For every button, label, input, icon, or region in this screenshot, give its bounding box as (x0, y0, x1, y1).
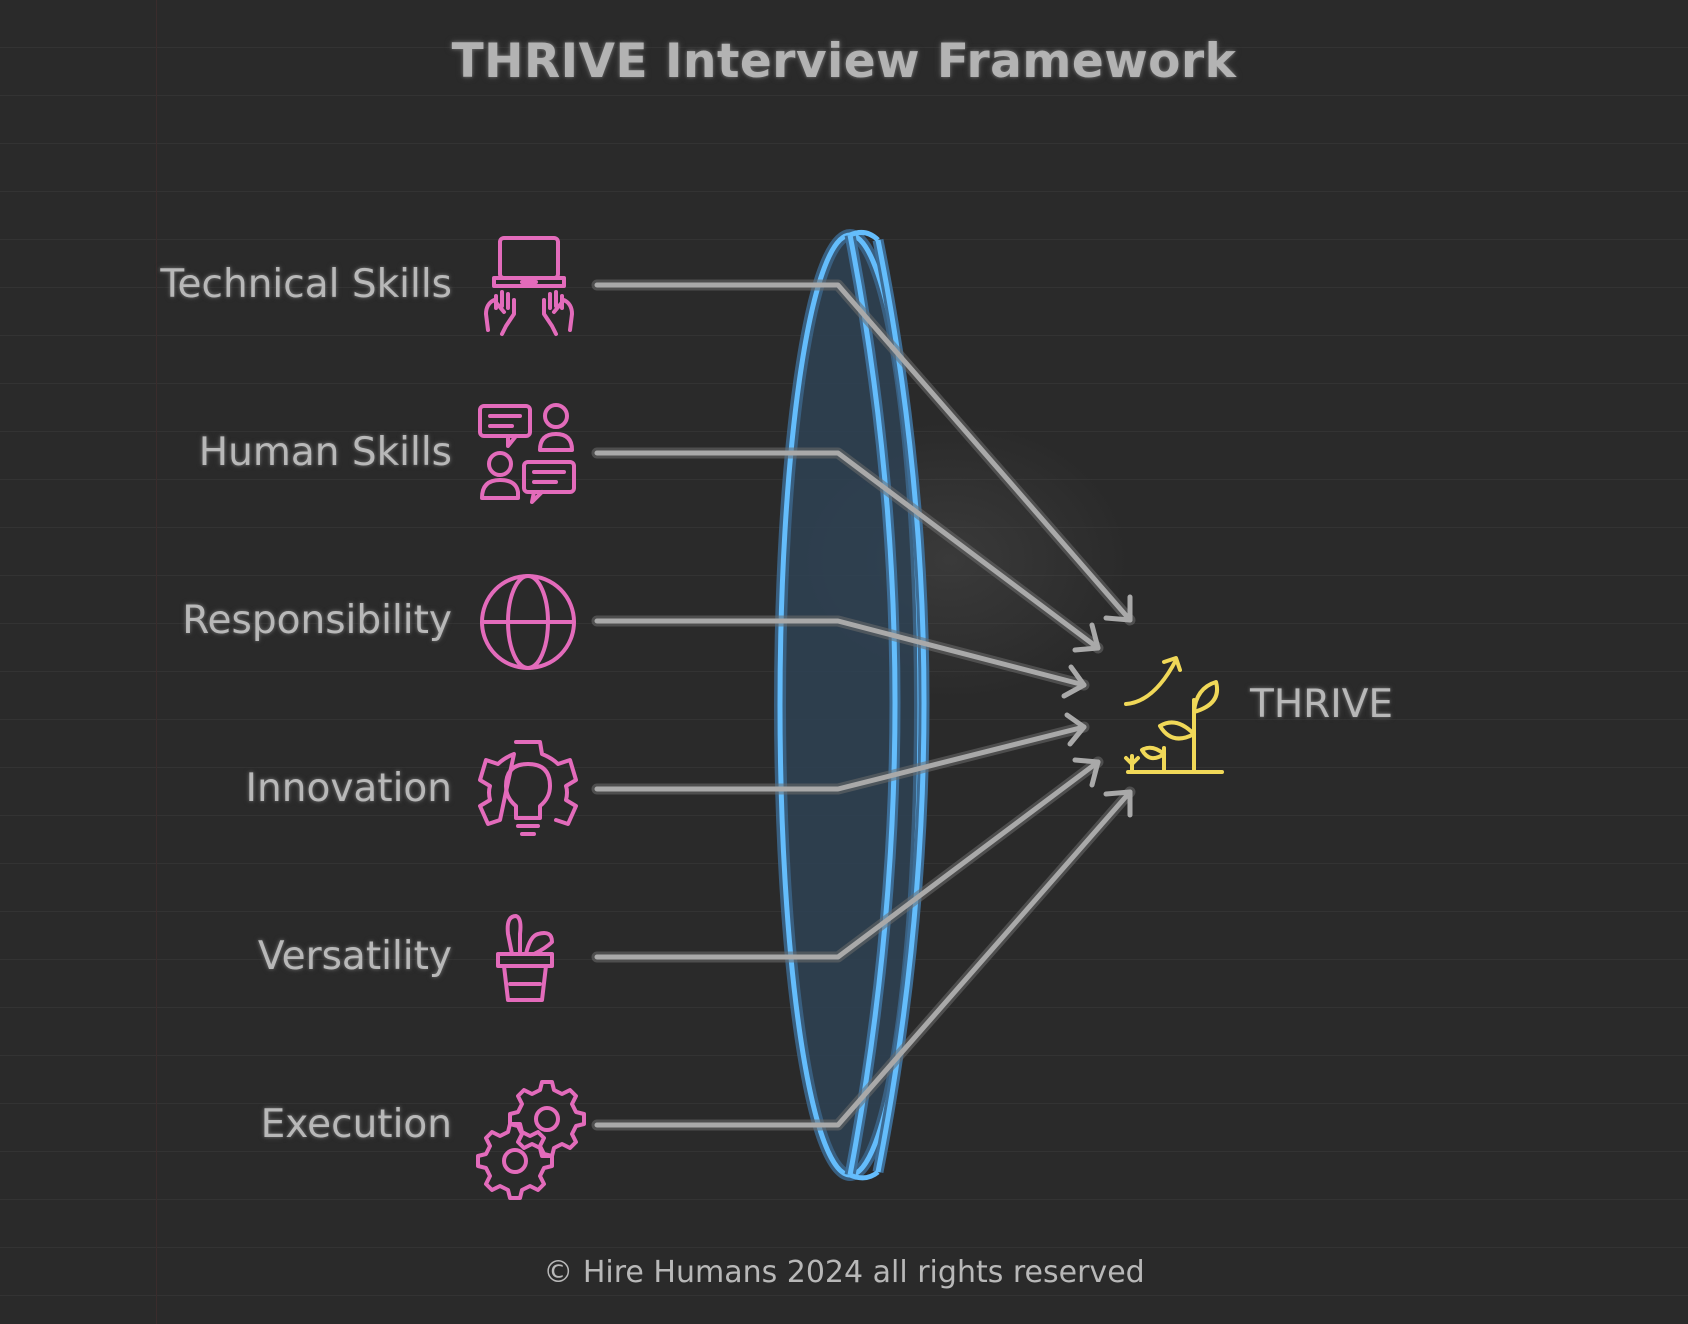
input-label-versatility: Versatility (257, 934, 452, 979)
lightbulb-gear-icon (478, 740, 578, 836)
copyright-footer: © Hire Humans 2024 all rights reserved (543, 1255, 1145, 1290)
people-chat-icon (478, 403, 576, 504)
input-label-human-skills: Human Skills (198, 430, 452, 475)
diagram-title: THRIVE Interview Framework (451, 34, 1237, 89)
globe-icon (480, 574, 576, 670)
input-label-execution: Execution (260, 1102, 452, 1147)
arrow-responsibility (591, 615, 1090, 699)
growth-plant-icon (1124, 656, 1224, 774)
arrow-human-skills (591, 447, 1104, 654)
input-label-responsibility: Responsibility (182, 598, 452, 643)
arrow-versatility (591, 756, 1104, 963)
arrow-execution (591, 786, 1136, 1131)
arrow-innovation (591, 712, 1090, 795)
input-label-technical-skills: Technical Skills (160, 262, 452, 307)
gears-icon (476, 1080, 586, 1200)
input-label-innovation: Innovation (245, 766, 452, 811)
lens-icon (774, 229, 930, 1181)
goal-label: THRIVE (1250, 682, 1394, 727)
laptop-hands-icon (484, 236, 574, 336)
arrow-technical-skills (591, 279, 1136, 626)
notebook-margin-line (156, 0, 157, 1324)
magic-hat-rabbit-icon (496, 914, 554, 1002)
arrows (591, 279, 1136, 1131)
